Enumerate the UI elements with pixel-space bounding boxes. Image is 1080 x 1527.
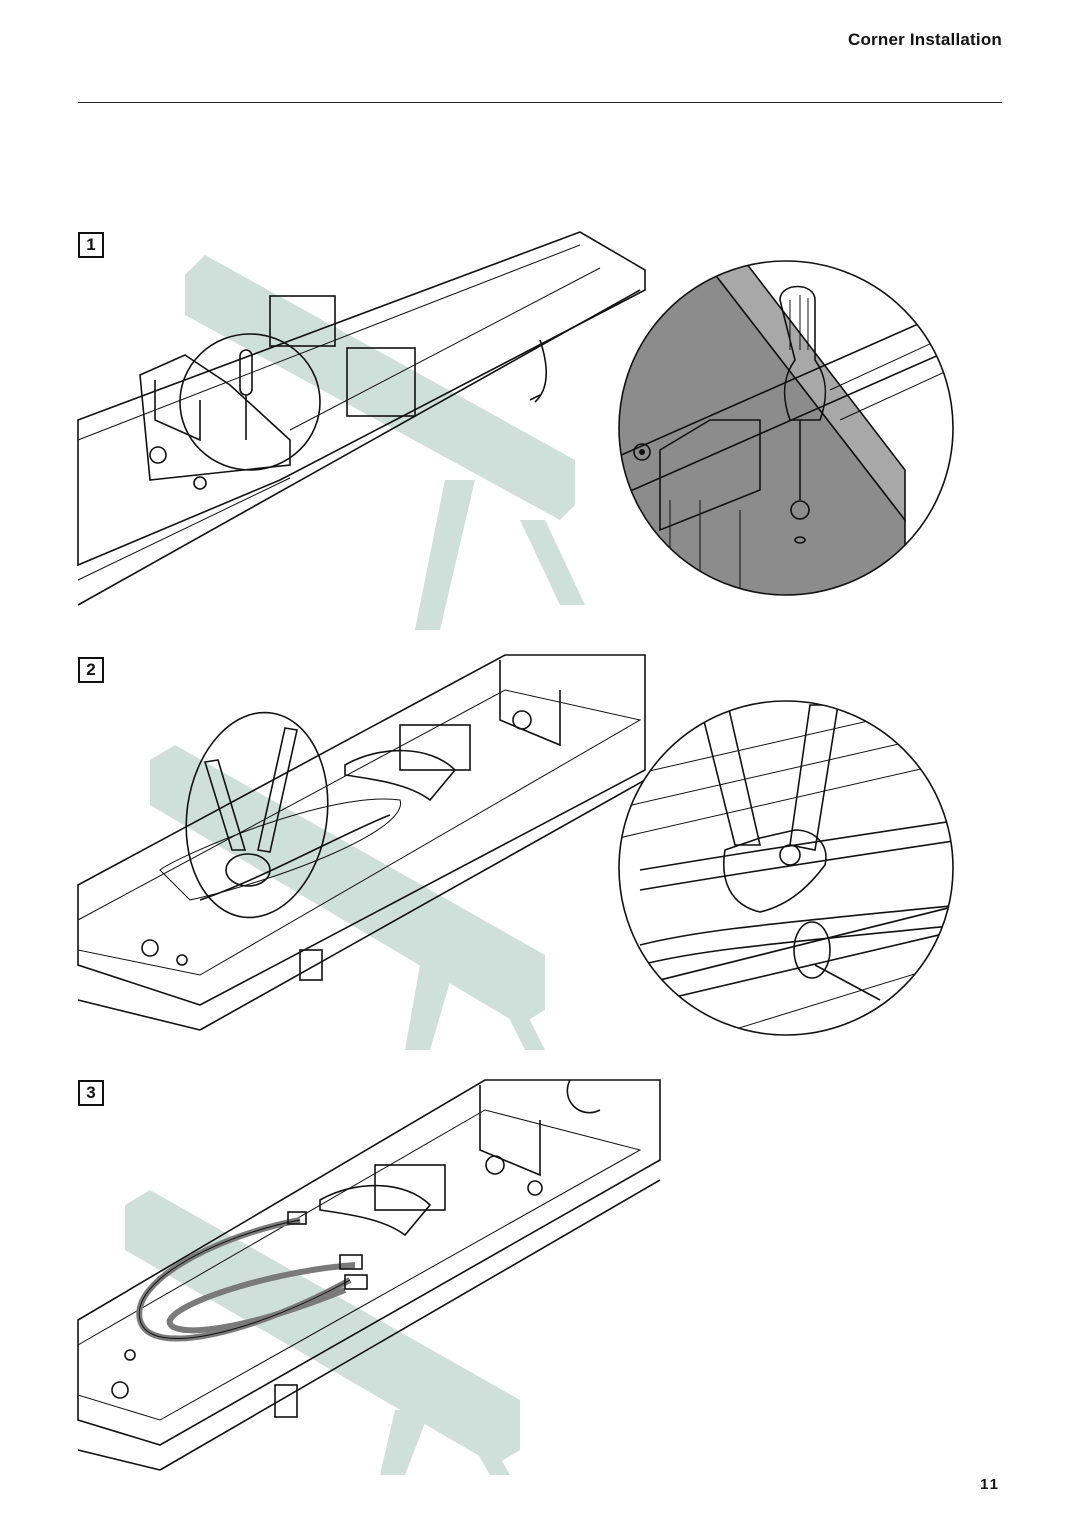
- beam-1: [77, 231, 646, 606]
- sawhorse-1: [185, 255, 585, 630]
- beam-3: [77, 1079, 661, 1471]
- routed-cable: [136, 1211, 368, 1342]
- callout-circle-2: [185, 711, 329, 919]
- header-rule: [78, 102, 1002, 103]
- step-3-illustration: [77, 1079, 661, 1475]
- step-1-illustration: [77, 231, 954, 630]
- page-number: 11: [980, 1476, 1000, 1493]
- step-badge-2: 2: [78, 657, 104, 683]
- sawhorse-3: [125, 1190, 520, 1475]
- bracket-1: [139, 354, 291, 490]
- step-badge-3: 3: [78, 1080, 104, 1106]
- callout-circle-1: [179, 333, 321, 471]
- beam-2: [77, 654, 646, 1031]
- screwdriver-icon-small: [239, 349, 253, 440]
- detail-circle-1: [618, 260, 954, 596]
- pliers-icon-small: [203, 727, 298, 887]
- step-2-illustration: [77, 654, 954, 1050]
- step-badge-1: 1: [78, 232, 104, 258]
- detail-circle-2: [618, 700, 954, 1036]
- page-title: Corner Installation: [848, 30, 1002, 49]
- sawhorse-2: [150, 745, 545, 1050]
